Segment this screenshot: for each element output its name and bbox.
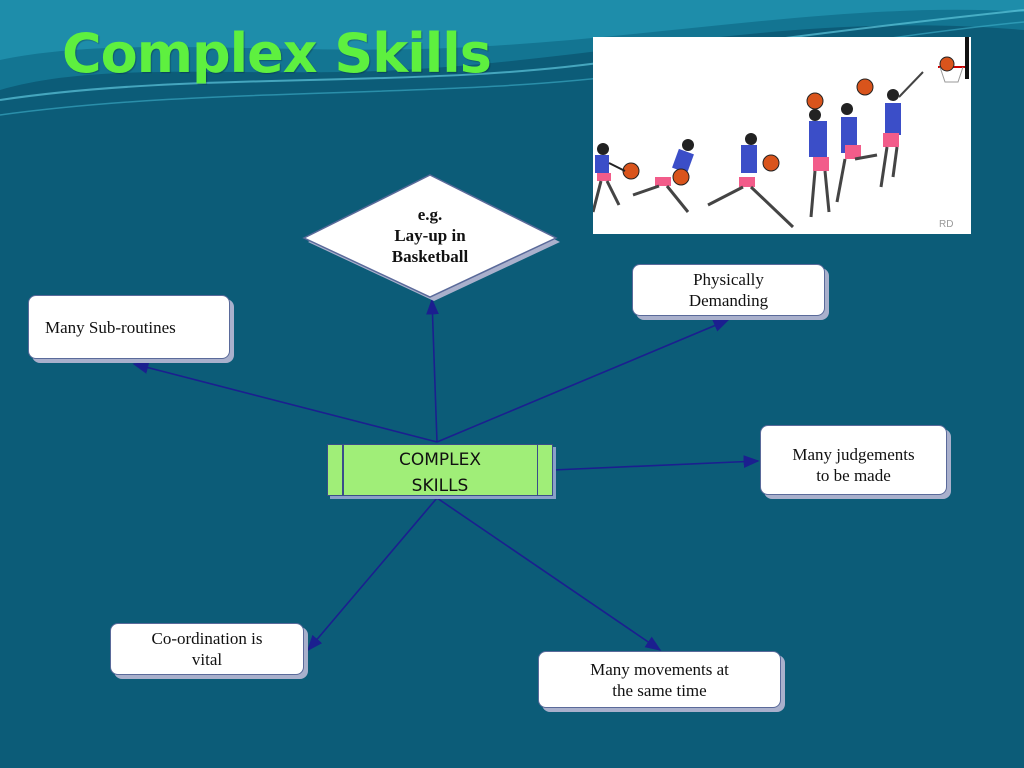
player-figure-3: [707, 133, 795, 229]
center-node-left-bar: [342, 445, 344, 495]
node-sub-routines-label: Many Sub-routines: [45, 317, 176, 337]
node-movements-label: Many movements at the same time: [590, 659, 729, 700]
center-node-label: COMPLEX SKILLS: [398, 450, 482, 496]
example-diamond: [302, 174, 558, 298]
player-figure-1: [593, 143, 640, 213]
node-judgements-label: Many judgements to be made: [792, 445, 915, 485]
slide-title: Complex Skills: [62, 22, 492, 85]
player-figure-5: [835, 78, 878, 203]
node-coordination: Co-ordination is vital: [110, 623, 304, 675]
arrow-to-coordination: [306, 497, 438, 652]
layup-sequence-illustration: RD: [593, 37, 969, 230]
player-figure-2: [632, 139, 694, 213]
backboard-icon: [965, 37, 969, 79]
arrow-to-movements: [436, 497, 662, 651]
photo-watermark: RD: [939, 219, 953, 230]
center-node-right-bar: [536, 445, 538, 495]
basketball-layup-image: RD: [593, 37, 971, 234]
node-sub-routines: Many Sub-routines: [28, 295, 230, 359]
player-figure-6: [879, 71, 924, 188]
node-coordination-label: Co-ordination is vital: [151, 629, 263, 669]
player-figure-4: [806, 92, 831, 218]
node-physically-demanding: Physically Demanding: [632, 264, 825, 316]
arrow-to-sub-routines: [132, 361, 438, 443]
arrow-to-physically-demanding: [436, 319, 730, 443]
arrow-to-judgements: [552, 455, 760, 471]
node-physically-demanding-label: Physically Demanding: [688, 270, 769, 310]
arrow-to-example: [426, 298, 439, 443]
center-node-complex-skills: COMPLEX SKILLS: [327, 444, 553, 496]
example-label: e.g. Lay-up in Basketball: [391, 205, 469, 266]
node-movements: Many movements at the same time: [538, 651, 781, 708]
node-judgements: Many judgements to be made: [760, 425, 947, 495]
background-waves: [0, 0, 1024, 116]
